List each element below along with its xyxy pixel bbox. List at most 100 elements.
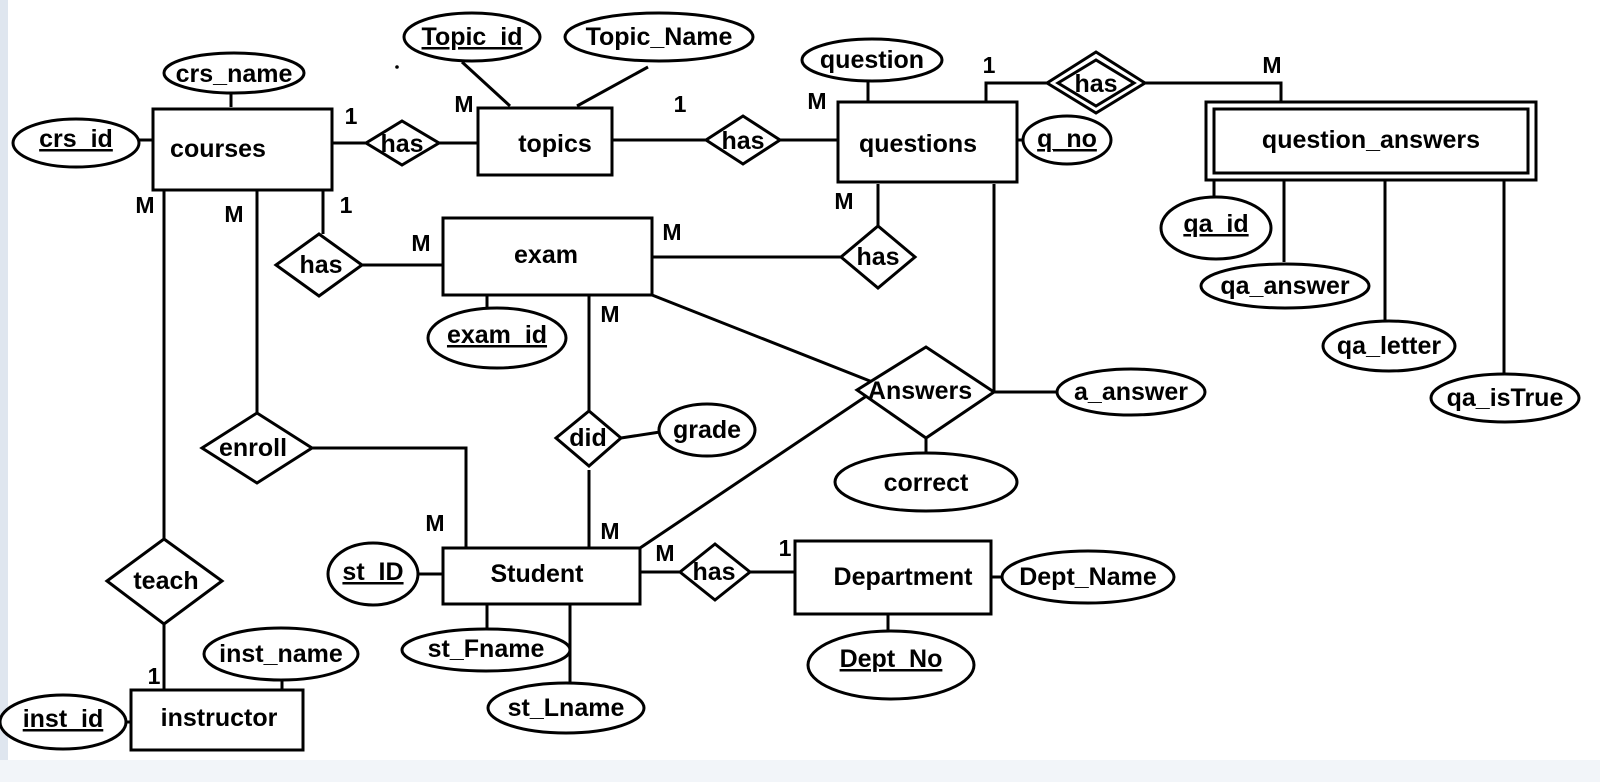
relationship-courses-topics[interactable]: has xyxy=(363,119,442,167)
entity-topics[interactable]: topics xyxy=(476,106,614,177)
attribute-label: qa_letter xyxy=(1337,332,1441,360)
attribute-topic-name[interactable]: Topic_Name xyxy=(563,11,755,63)
entity-label: topics xyxy=(518,130,592,158)
relationship-questions-qa[interactable]: has xyxy=(1044,50,1148,115)
attribute-q-no[interactable]: q_no xyxy=(1021,114,1113,166)
cardinality-label: 1 xyxy=(340,192,353,218)
attribute-label: inst_name xyxy=(219,640,343,668)
stray-dot xyxy=(395,65,399,69)
left-edge-strip xyxy=(0,0,8,782)
attribute-qa-letter[interactable]: qa_letter xyxy=(1321,319,1457,373)
relationship-teach[interactable]: teach xyxy=(104,537,225,626)
cardinality-labels: 1 M 1 M 1 M M M 1 M M M M M M M 1 1 xyxy=(135,52,1281,689)
entity-label: Department xyxy=(834,563,974,591)
attribute-qa-id[interactable]: qa_id xyxy=(1159,195,1273,261)
line-topic-name xyxy=(576,65,649,108)
attribute-label: Dept_Name xyxy=(1019,563,1157,591)
attribute-label-key: Dept_No xyxy=(840,645,943,673)
line-has3-qa xyxy=(1145,81,1283,102)
attribute-label-key: st_ID xyxy=(342,558,403,586)
attribute-inst-id[interactable]: inst_id xyxy=(0,693,128,751)
relationship-label: has xyxy=(721,127,764,155)
attribute-label-key: Topic_id xyxy=(422,23,523,51)
attribute-label-key: inst_id xyxy=(23,705,104,733)
entity-student[interactable]: Student xyxy=(441,546,642,606)
entity-label: instructor xyxy=(161,704,278,732)
attribute-inst-name[interactable]: inst_name xyxy=(202,626,360,682)
entity-label: exam xyxy=(514,241,578,269)
cardinality-label: M xyxy=(662,219,681,245)
cardinality-label: M xyxy=(600,518,619,544)
attribute-label-key: exam_id xyxy=(447,321,547,349)
attribute-label: st_Fname xyxy=(428,635,545,663)
cardinality-label: M xyxy=(135,192,154,218)
cardinality-label: 1 xyxy=(779,535,792,561)
attribute-a-answer[interactable]: a_answer xyxy=(1055,367,1207,417)
relationship-exam-questions[interactable]: has xyxy=(838,224,918,290)
attribute-label-key: q_no xyxy=(1037,125,1097,153)
attribute-qa-istrue[interactable]: qa_isTrue xyxy=(1429,372,1581,424)
attribute-label: Topic_Name xyxy=(586,23,733,51)
entity-courses[interactable]: courses xyxy=(151,107,334,192)
entity-questions[interactable]: questions xyxy=(836,100,1019,184)
entity-label: Student xyxy=(490,560,584,588)
relationship-label: Answers xyxy=(868,377,972,405)
relationship-enroll[interactable]: enroll xyxy=(199,411,315,485)
cardinality-label: M xyxy=(600,301,619,327)
attribute-label: a_answer xyxy=(1074,378,1188,406)
attribute-st-id[interactable]: st_ID xyxy=(326,541,420,607)
cardinality-label: M xyxy=(807,88,826,114)
attribute-exam-id[interactable]: exam_id xyxy=(426,306,568,370)
attribute-correct[interactable]: correct xyxy=(833,451,1019,513)
relationship-label: has xyxy=(1074,70,1117,98)
attribute-label: qa_answer xyxy=(1220,272,1350,300)
relationship-label: has xyxy=(380,130,423,158)
attribute-question[interactable]: question xyxy=(800,37,944,83)
relationship-did[interactable]: did xyxy=(553,409,624,468)
cardinality-label: M xyxy=(425,510,444,536)
cardinality-label: M xyxy=(411,230,430,256)
attribute-qa-answer[interactable]: qa_answer xyxy=(1199,262,1371,310)
relationship-topics-questions[interactable]: has xyxy=(703,114,783,166)
relationship-label: did xyxy=(569,424,607,452)
attribute-label-key: qa_id xyxy=(1183,210,1248,238)
line-enroll-student xyxy=(312,446,468,548)
cardinality-label: M xyxy=(834,188,853,214)
cardinality-label: M xyxy=(655,540,674,566)
line-questions-has3 xyxy=(984,81,1047,102)
bottom-edge-strip xyxy=(0,760,1600,782)
entity-instructor[interactable]: instructor xyxy=(129,688,305,752)
attribute-crs-name[interactable]: crs_name xyxy=(162,51,306,95)
entity-department[interactable]: Department xyxy=(793,539,993,616)
cardinality-label: M xyxy=(1262,52,1281,78)
attribute-label-key: crs_id xyxy=(39,125,113,153)
attribute-st-lname[interactable]: st_Lname xyxy=(486,681,646,735)
cardinality-label: 1 xyxy=(983,52,996,78)
entity-exam[interactable]: exam xyxy=(441,216,654,297)
cardinality-label: 1 xyxy=(148,663,161,689)
attribute-label: qa_isTrue xyxy=(1447,384,1564,412)
attribute-topic-id[interactable]: Topic_id xyxy=(402,11,542,63)
relationship-label: teach xyxy=(133,567,198,595)
relationship-student-department[interactable]: has xyxy=(677,542,753,602)
attribute-st-fname[interactable]: st_Fname xyxy=(400,627,572,673)
relationship-label: has xyxy=(856,243,899,271)
line-student-answers xyxy=(639,393,869,550)
entity-question-answers[interactable]: question_answers xyxy=(1204,100,1538,182)
attribute-label: st_Lname xyxy=(508,694,625,722)
attribute-crs-id[interactable]: crs_id xyxy=(11,117,141,169)
attribute-dept-name[interactable]: Dept_Name xyxy=(1000,549,1176,605)
line-grade xyxy=(620,430,661,440)
attribute-label: correct xyxy=(884,469,969,497)
entity-label: question_answers xyxy=(1262,126,1480,154)
relationship-courses-exam[interactable]: has xyxy=(273,232,365,298)
line-exam-answers xyxy=(651,293,876,385)
attribute-grade[interactable]: grade xyxy=(657,402,757,458)
cardinality-label: 1 xyxy=(345,103,358,129)
attribute-label: question xyxy=(820,46,924,74)
entity-label: questions xyxy=(859,130,977,158)
relationship-label: enroll xyxy=(219,434,287,462)
relationship-answers[interactable]: Answers xyxy=(854,345,997,440)
attribute-dept-no[interactable]: Dept_No xyxy=(806,629,976,701)
